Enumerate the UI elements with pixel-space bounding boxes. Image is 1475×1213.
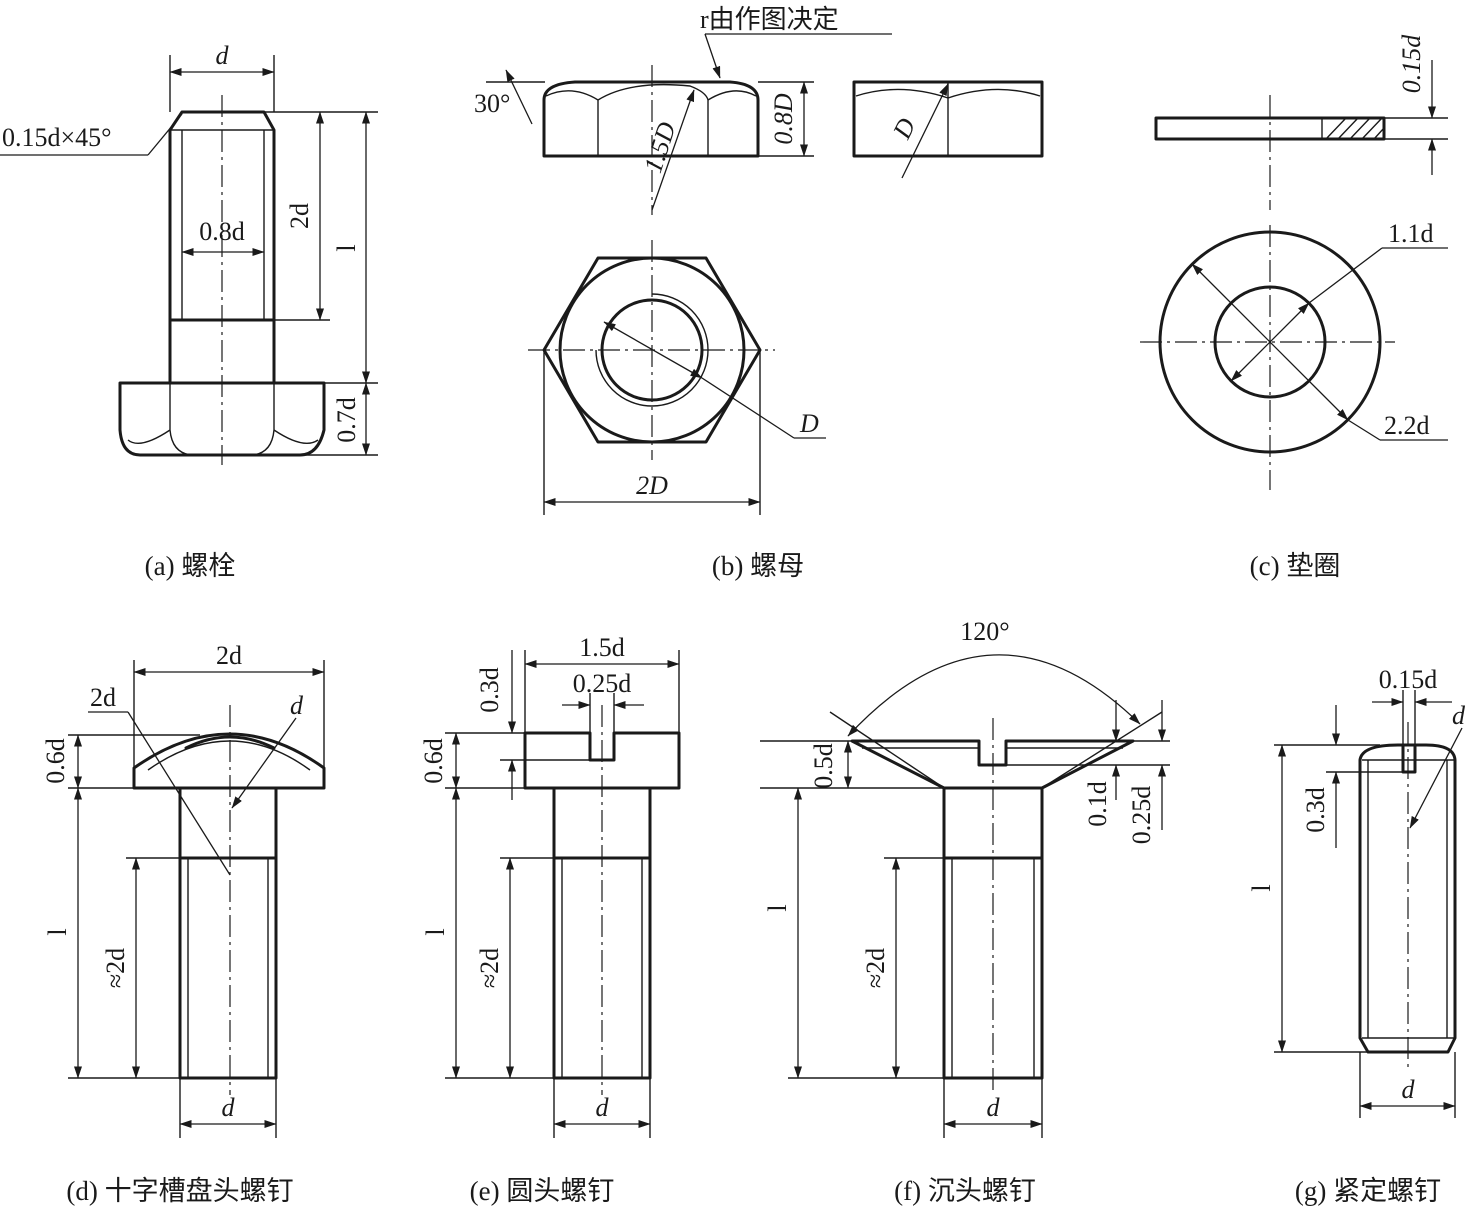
figure-bolt: d 0.15d×45° 0.8d 2d l 0.7d (a) 螺栓 (0, 41, 378, 581)
washer-leader-od (1347, 419, 1381, 441)
set-label-length: l (1247, 884, 1276, 891)
cheese-label-slotdepth: 0.3d (475, 667, 504, 713)
set-label-slot: 0.15d (1379, 665, 1438, 694)
csk-label-thread: ≈2d (861, 948, 890, 988)
pan-label-length: l (43, 928, 72, 935)
figure-set-screw: 0.15d d 0.3d l d (g) 紧定螺钉 (1247, 665, 1466, 1206)
bolt-label-length: l (332, 244, 361, 251)
nut-dim-leader-D (603, 321, 703, 379)
bolt-label-chamfer: 0.15d×45° (2, 123, 112, 152)
pan-label-r: 2d (90, 683, 116, 712)
nut-front-arcs (545, 83, 757, 156)
csk-dim-angle (847, 654, 1141, 737)
pan-label-thread: ≈2d (101, 948, 130, 988)
pan-label-dia: d (222, 1093, 236, 1122)
caption-set-screw: (g) 紧定螺钉 (1295, 1176, 1441, 1206)
nut-label-across: 2D (636, 471, 668, 500)
caption-countersunk-screw: (f) 沉头螺钉 (894, 1176, 1036, 1206)
csk-label-head: 0.5d (809, 743, 838, 789)
nut-thread-arc (595, 293, 709, 407)
set-body (1358, 743, 1457, 1054)
nut-label-note: r由作图决定 (700, 5, 839, 34)
pan-leader-r (127, 711, 231, 876)
nut-leader-D (701, 377, 795, 439)
nut-side-arcs (855, 82, 1041, 156)
csk-label-slotd: 0.25d (1127, 786, 1156, 845)
set-label-dr: d (1452, 701, 1466, 730)
nut-front (542, 80, 760, 158)
caption-bolt: (a) 螺栓 (145, 551, 236, 581)
bolt-head-arcs (127, 383, 319, 456)
csk-label-length: l (763, 904, 792, 911)
washer-hatch (1321, 117, 1385, 140)
pan-label-head: 0.6d (41, 738, 70, 784)
nut-label-r15: 1.5D (638, 118, 681, 176)
washer-label-thk: 0.15d (1397, 34, 1426, 94)
washer-leader-id (1308, 247, 1383, 304)
figure-pan-head-screw: 2d 2d d 0.6d l ≈2d d (d) 十字槽盘头螺钉 (41, 641, 326, 1206)
cheese-label-slot: 0.25d (573, 669, 632, 698)
nut-label-h: 0.8D (769, 93, 798, 145)
washer-label-id: 1.1d (1388, 219, 1434, 248)
bolt-chamfer-leader-diag (147, 113, 183, 156)
nut-side (852, 80, 1044, 158)
csk-angle-ext-r (1041, 711, 1163, 789)
bolt-label-minor: 0.8d (199, 217, 245, 246)
pan-label-width: 2d (216, 641, 242, 670)
cheese-label-head: 0.6d (419, 738, 448, 784)
bolt-label-thread: 2d (285, 203, 314, 229)
figure-countersunk-screw: 120° 0.5d 0.1d 0.25d l ≈2d d (f) 沉头螺钉 (760, 617, 1170, 1206)
csk-label-slotw: 0.1d (1083, 781, 1112, 827)
pan-head (132, 732, 326, 790)
caption-pan-head-screw: (d) 十字槽盘头螺钉 (66, 1176, 293, 1206)
figure-nut: 30° 1.5D r由作图决定 0.8D D D 2D (b) 螺母 (474, 5, 1044, 581)
pan-label-dr: d (290, 691, 304, 720)
figure-washer: 0.15d 1.1d 2.2d (c) 垫圈 (1140, 34, 1448, 581)
caption-nut: (b) 螺母 (712, 551, 804, 581)
set-leader-dr (1409, 727, 1463, 829)
nut-label-angle: 30° (474, 89, 510, 118)
washer-dim-od (1191, 263, 1349, 421)
cheese-label-width: 1.5d (579, 633, 625, 662)
nut-angle-leader (505, 69, 533, 125)
csk-label-angle: 120° (960, 617, 1009, 646)
figure-slotted-head-screw: 1.5d 0.25d 0.3d 0.6d l ≈2d d (e) 圆头螺钉 (419, 633, 681, 1206)
csk-angle-ext-l (829, 711, 945, 789)
set-label-dia: d (1402, 1075, 1416, 1104)
pan-recess-arc (184, 735, 276, 750)
set-label-depth: 0.3d (1301, 787, 1330, 833)
nut-dim-r15 (651, 89, 695, 211)
caption-slotted-head-screw: (e) 圆头螺钉 (470, 1176, 615, 1206)
nut-dim-dia (901, 83, 949, 179)
set-slot (1401, 743, 1417, 774)
nut-label-leader: D (799, 409, 819, 438)
nut-label-dia: D (887, 113, 922, 144)
pan-leader-dr (231, 717, 297, 809)
washer-label-od: 2.2d (1384, 411, 1430, 440)
nut-note-leader (704, 33, 721, 79)
caption-washer: (c) 垫圈 (1250, 551, 1341, 581)
bolt-label-d: d (216, 41, 230, 70)
csk-label-dia: d (987, 1093, 1001, 1122)
cheese-label-dia: d (596, 1093, 610, 1122)
pan-shank (178, 786, 278, 1080)
cheese-label-length: l (421, 928, 450, 935)
bolt-label-head: 0.7d (332, 397, 361, 443)
cheese-label-thread: ≈2d (475, 948, 504, 988)
